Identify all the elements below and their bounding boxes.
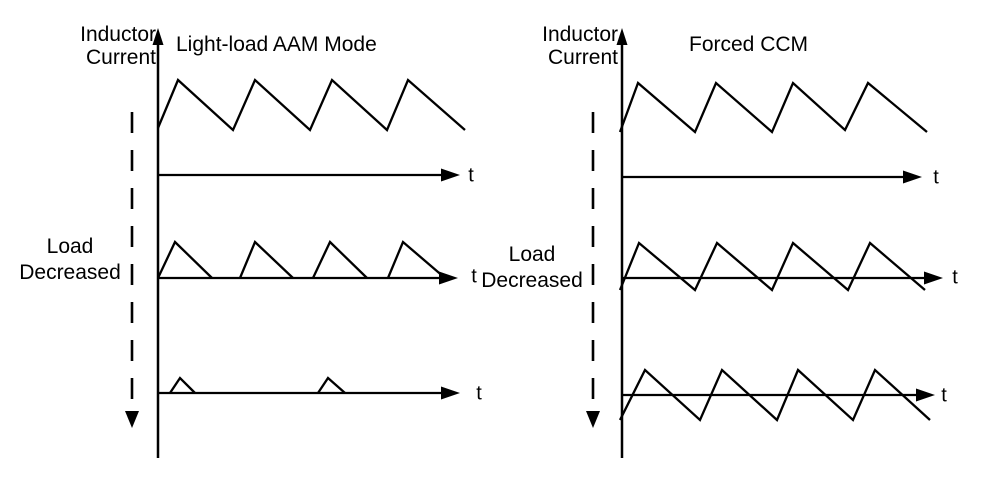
axis-arrowhead-right-icon <box>916 388 935 402</box>
y-axis-label-left: Inductor Current <box>56 23 156 69</box>
axis-arrowhead-right-icon <box>439 271 458 285</box>
axis-arrowhead-right-icon <box>924 271 943 285</box>
inductor-current-waveform <box>618 81 928 134</box>
inductor-current-waveform <box>386 240 446 279</box>
t-axis-label: t <box>476 382 482 405</box>
y-axis-label-line2: Current <box>547 46 618 69</box>
load-decreased-label-left: Load Decreased <box>8 234 132 286</box>
arrowhead-down-icon <box>125 411 139 428</box>
inductor-current-waveform <box>618 368 931 422</box>
t-axis-label: t <box>941 384 947 407</box>
inductor-current-waveform <box>311 240 368 279</box>
axis-arrowhead-right-icon <box>441 386 460 400</box>
y-axis-label-right: Inductor Current <box>520 23 618 69</box>
load-decreased-label-right: Load Decreased <box>470 242 594 294</box>
inductor-current-waveform <box>317 376 346 394</box>
y-axis-label-line2: Current <box>85 46 156 69</box>
t-axis-label: t <box>933 166 939 189</box>
panel-title-ccm: Forced CCM <box>689 33 809 56</box>
axis-arrowhead-right-icon <box>441 168 460 182</box>
arrowhead-down-icon <box>586 411 600 428</box>
inductor-current-waveform <box>169 376 196 394</box>
load-label-line2: Decreased <box>19 261 121 284</box>
inductor-current-waveform <box>618 241 926 292</box>
load-label-line1: Load <box>46 235 94 258</box>
axis-arrowhead-right-icon <box>903 170 922 184</box>
load-label-line1: Load <box>508 243 556 266</box>
t-axis-label: t <box>952 266 958 289</box>
y-axis-label-line1: Inductor <box>542 23 618 46</box>
inductor-current-waveform <box>238 240 294 279</box>
inductor-current-waveform <box>156 78 466 132</box>
axis-arrowhead-up-icon <box>616 28 628 45</box>
y-axis-label-line1: Inductor <box>80 23 156 46</box>
t-axis-label: t <box>468 164 474 187</box>
inductor-current-waveform <box>156 240 213 279</box>
panel-title-aam: Light-load AAM Mode <box>176 33 377 56</box>
axis-arrowhead-up-icon <box>152 28 164 45</box>
load-label-line2: Decreased <box>481 269 583 292</box>
t-axis-label: t <box>471 265 477 288</box>
